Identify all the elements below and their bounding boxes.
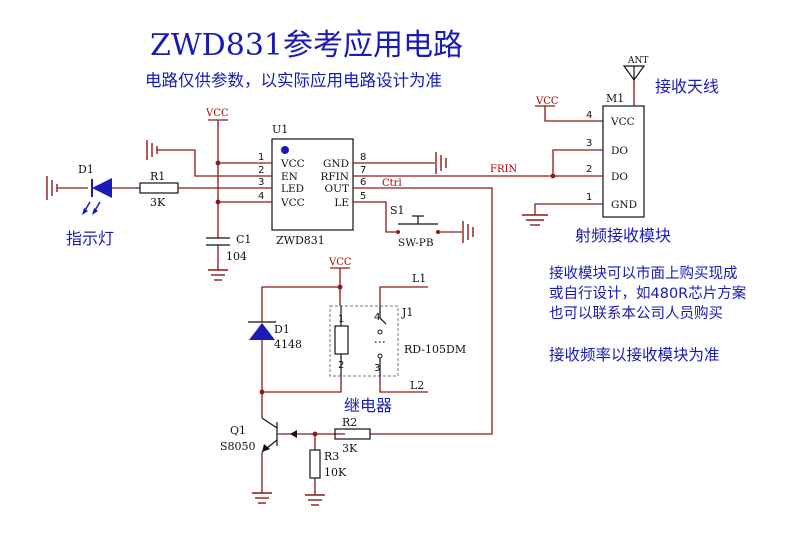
note-line: 或自行设计，如480R芯片方案 xyxy=(549,284,747,302)
resistor-r3 xyxy=(305,434,325,506)
module-pin-no: 2 xyxy=(586,164,592,175)
r3-value: 10K xyxy=(324,466,347,479)
led-d1-symbol xyxy=(82,178,140,215)
ic-pin-no: 8 xyxy=(360,152,366,163)
module-pin-no: 4 xyxy=(586,110,592,121)
module-ref: M1 xyxy=(606,92,624,105)
vcc-relay xyxy=(261,267,350,322)
ic-ref: U1 xyxy=(272,123,288,136)
ic-pin-name: LED xyxy=(281,183,304,195)
ic-pin-name: OUT xyxy=(325,183,349,195)
ctrl-net xyxy=(370,187,493,435)
note-line: 也可以联系本公司人员购买 xyxy=(549,305,723,322)
module-m1 xyxy=(522,105,645,226)
relay-part: RD-105DM xyxy=(404,343,466,356)
c1-ref: C1 xyxy=(236,233,251,246)
vcc-module xyxy=(535,105,603,122)
ic-pin-no: 5 xyxy=(360,191,366,202)
ic-pin-no: 6 xyxy=(360,177,366,188)
module-name: 射频接收模块 xyxy=(575,226,671,245)
r1-ref: R1 xyxy=(150,170,165,183)
module-pin-no: 1 xyxy=(586,192,592,203)
relay-coil-return xyxy=(259,376,342,418)
module-pin-no: 3 xyxy=(586,138,592,149)
page-title: ZWD831参考应用电路 xyxy=(150,28,463,63)
vcc-label-module: VCC xyxy=(535,96,559,107)
r1-value: 3K xyxy=(150,196,166,209)
antenna-ref: ANT xyxy=(627,56,648,66)
switch-ref: S1 xyxy=(390,204,405,217)
ic-pin-no: 2 xyxy=(258,165,264,176)
relay-pin-no: 2 xyxy=(338,360,344,371)
led-ground xyxy=(46,176,88,200)
note-frequency: 接收频率以接收模块为准 xyxy=(549,346,720,364)
r3-ref: R3 xyxy=(324,450,339,463)
relay-pin-no: 1 xyxy=(338,314,344,325)
ic-u1 xyxy=(254,138,378,231)
antenna-symbol xyxy=(622,65,646,106)
led-caption: 指示灯 xyxy=(66,229,114,248)
resistor-r1 xyxy=(139,182,254,194)
ic-gnd xyxy=(378,152,447,174)
switch-s1 xyxy=(378,201,474,243)
relay-pin-no: 3 xyxy=(374,363,380,374)
ic-pin-no: 3 xyxy=(258,177,264,188)
relay-l1: L1 xyxy=(412,272,426,285)
relay-pin-no: 4 xyxy=(374,312,380,323)
vcc-label-left: VCC xyxy=(205,108,229,119)
ic-pin-name: VCC xyxy=(280,158,305,170)
led-ref: D1 xyxy=(78,163,94,176)
capacitor-c1 xyxy=(206,237,230,281)
transistor-part: S8050 xyxy=(220,440,256,453)
ic-pin-no: 4 xyxy=(258,191,264,202)
page-subtitle: 电路仅供参数，以实际应用电路设计为准 xyxy=(145,71,442,90)
ic-pin-no: 1 xyxy=(258,152,264,163)
antenna-name: 接收天线 xyxy=(655,77,719,96)
ic-pin-no: 7 xyxy=(360,165,366,176)
frin-label: FRIN xyxy=(490,164,517,175)
switch-part: SW-PB xyxy=(398,237,434,249)
ic-pin-name: EN xyxy=(281,171,298,183)
ic-pin-name: VCC xyxy=(280,197,305,209)
ic-pin-name: LE xyxy=(334,197,349,209)
note-line: 接收模块可以市面上购买现成 xyxy=(549,265,738,282)
diode-d1 xyxy=(248,321,276,392)
c1-value: 104 xyxy=(226,250,247,263)
diode-ref: D1 xyxy=(274,323,290,336)
module-pin-name: VCC xyxy=(610,116,635,128)
relay-ref: J1 xyxy=(401,306,413,319)
relay-j1 xyxy=(329,286,428,393)
transistor-ref: Q1 xyxy=(230,424,246,437)
r2-ref: R2 xyxy=(342,416,357,429)
ic-pin-name: GND xyxy=(323,158,349,170)
en-ground xyxy=(146,140,254,177)
relay-caption: 继电器 xyxy=(344,396,392,415)
diode-part: 4148 xyxy=(274,338,302,351)
module-pin-name: GND xyxy=(611,199,637,211)
module-pin-name: DO xyxy=(611,171,628,183)
module-pin-name: DO xyxy=(611,145,628,157)
ctrl-label: Ctrl xyxy=(382,178,402,189)
ic-pin-name: RFIN xyxy=(320,171,349,183)
vcc-left xyxy=(208,119,254,238)
ic-part: ZWD831 xyxy=(276,234,325,247)
relay-l2: L2 xyxy=(410,379,424,392)
frin-net xyxy=(378,173,578,179)
r2-value: 3K xyxy=(342,442,358,455)
resistor-r2 xyxy=(334,428,371,440)
vcc-label-relay: VCC xyxy=(328,257,352,268)
